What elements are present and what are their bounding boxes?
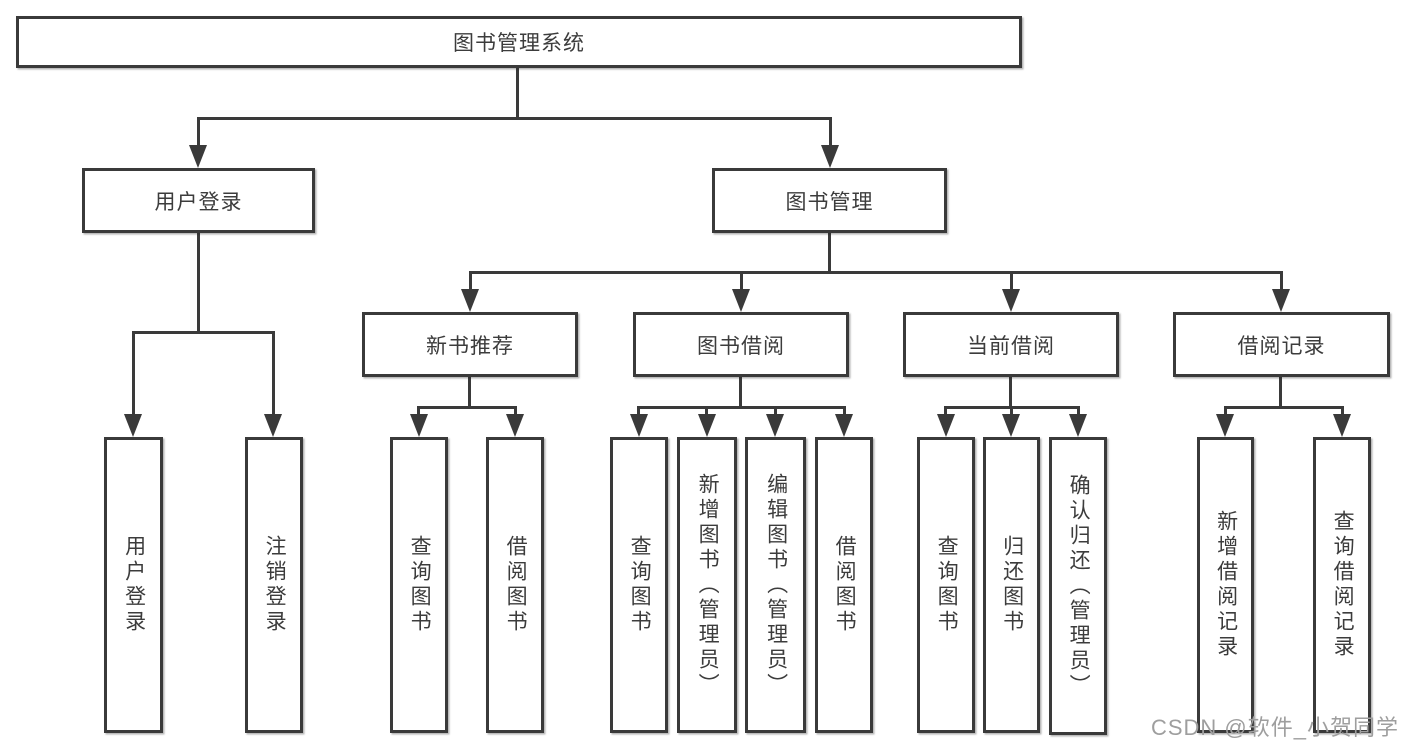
- leaf-logout-label: 注销登录: [263, 535, 287, 635]
- node-book-borrow: 图书借阅: [633, 312, 849, 377]
- connector-drop-records-leaf1: [1224, 406, 1227, 416]
- connector-drop-newbook: [469, 271, 472, 291]
- leaf-current-query-book-label: 查询图书: [935, 535, 959, 635]
- arrowhead-current-leaf1: [937, 414, 955, 437]
- node-root: 图书管理系统: [16, 16, 1022, 68]
- connector-drop-borrow-leaf2: [705, 406, 708, 416]
- arrowhead-borrow: [732, 289, 750, 312]
- arrowhead-newbook-leaf2: [506, 414, 524, 437]
- connector-login-stem: [197, 233, 200, 334]
- leaf-current-return-book: 归还图书: [983, 437, 1040, 733]
- connector-root-stem: [516, 68, 519, 120]
- connector-newbook-stem: [468, 377, 471, 409]
- connector-level1-bar: [197, 117, 832, 120]
- leaf-records-query-record-label: 查询借阅记录: [1331, 510, 1355, 660]
- connector-drop-current-leaf2: [1010, 406, 1013, 416]
- connector-drop-records-leaf2: [1341, 406, 1344, 416]
- node-new-book-recommend-label: 新书推荐: [426, 334, 514, 358]
- node-borrow-records: 借阅记录: [1173, 312, 1390, 377]
- arrowhead-newbook: [461, 289, 479, 312]
- connector-drop-borrow-leaf4: [843, 406, 846, 416]
- leaf-user-login-label: 用户登录: [122, 535, 146, 635]
- leaf-current-query-book: 查询图书: [917, 437, 975, 733]
- arrowhead-borrow-leaf1: [630, 414, 648, 437]
- leaf-borrow-query-book-label: 查询图书: [628, 535, 652, 635]
- leaf-newbook-borrow-book: 借阅图书: [486, 437, 544, 733]
- arrowhead-records-leaf2: [1333, 414, 1351, 437]
- node-current-borrow: 当前借阅: [903, 312, 1119, 377]
- arrowhead-current-leaf3: [1069, 414, 1087, 437]
- connector-drop-borrow-leaf1: [637, 406, 640, 416]
- leaf-current-return-book-label: 归还图书: [1000, 535, 1024, 635]
- arrowhead-records-leaf1: [1216, 414, 1234, 437]
- connector-drop-current-leaf3: [1077, 406, 1080, 416]
- arrowhead-mgmt: [821, 145, 839, 168]
- leaf-borrow-add-book-admin-label: 新增图书（管理员）: [696, 472, 720, 698]
- arrowhead-borrow-leaf3: [766, 414, 784, 437]
- node-user-login-label: 用户登录: [154, 190, 243, 214]
- connector-drop-borrow: [740, 271, 743, 291]
- arrowhead-borrow-leaf4: [835, 414, 853, 437]
- arrowhead-current: [1002, 289, 1020, 312]
- arrowhead-records: [1272, 289, 1290, 312]
- leaf-borrow-add-book-admin: 新增图书（管理员）: [677, 437, 737, 733]
- connector-drop-newbook-leaf1: [417, 406, 420, 416]
- leaf-newbook-query-book: 查询图书: [390, 437, 448, 733]
- arrowhead-borrow-leaf2: [698, 414, 716, 437]
- connector-drop-login: [197, 117, 200, 146]
- connector-current-stem: [1009, 377, 1012, 409]
- node-user-login: 用户登录: [82, 168, 315, 233]
- leaf-borrow-borrow-book: 借阅图书: [815, 437, 873, 733]
- leaf-records-add-record: 新增借阅记录: [1197, 437, 1254, 733]
- leaf-records-query-record: 查询借阅记录: [1313, 437, 1371, 733]
- leaf-borrow-query-book: 查询图书: [610, 437, 668, 733]
- leaf-newbook-borrow-book-label: 借阅图书: [504, 535, 528, 635]
- connector-newbook-bar: [417, 406, 517, 409]
- connector-drop-login-leaf2: [272, 331, 275, 414]
- node-book-borrow-label: 图书借阅: [697, 334, 785, 358]
- connector-mgmt-stem: [828, 233, 831, 274]
- connector-borrow-bar: [637, 406, 846, 409]
- watermark-text: CSDN @软件_小贺同学: [1150, 715, 1399, 740]
- connector-login-bar: [132, 331, 275, 334]
- leaf-current-confirm-return-admin: 确认归还（管理员）: [1049, 437, 1107, 735]
- leaf-user-login: 用户登录: [104, 437, 163, 733]
- connector-borrow-stem: [739, 377, 742, 409]
- leaf-borrow-edit-book-admin: 编辑图书（管理员）: [745, 437, 806, 733]
- arrowhead-login-leaf1: [124, 414, 142, 437]
- connector-drop-current-leaf1: [944, 406, 947, 416]
- leaf-borrow-edit-book-admin-label: 编辑图书（管理员）: [764, 472, 788, 698]
- node-borrow-records-label: 借阅记录: [1237, 334, 1326, 358]
- connector-drop-records: [1280, 271, 1283, 291]
- arrowhead-current-leaf2: [1002, 414, 1020, 437]
- node-book-mgmt-label: 图书管理: [785, 190, 874, 214]
- connector-drop-borrow-leaf3: [774, 406, 777, 416]
- node-root-label: 图书管理系统: [453, 32, 585, 55]
- connector-records-bar: [1224, 406, 1344, 409]
- node-new-book-recommend: 新书推荐: [362, 312, 578, 377]
- arrowhead-login: [189, 145, 207, 168]
- connector-drop-newbook-leaf2: [514, 406, 517, 416]
- connector-level3-bar: [469, 271, 1283, 274]
- connector-records-stem: [1279, 377, 1282, 409]
- arrowhead-newbook-leaf1: [410, 414, 428, 437]
- leaf-records-add-record-label: 新增借阅记录: [1214, 510, 1238, 660]
- connector-drop-mgmt: [829, 117, 832, 146]
- leaf-current-confirm-return-admin-label: 确认归还（管理员）: [1067, 473, 1091, 699]
- node-current-borrow-label: 当前借阅: [967, 334, 1055, 358]
- leaf-logout: 注销登录: [245, 437, 303, 733]
- connector-drop-current: [1010, 271, 1013, 291]
- node-book-mgmt: 图书管理: [712, 168, 947, 233]
- leaf-borrow-borrow-book-label: 借阅图书: [833, 535, 857, 635]
- leaf-newbook-query-book-label: 查询图书: [408, 535, 432, 635]
- connector-drop-login-leaf1: [132, 331, 135, 414]
- arrowhead-login-leaf2: [264, 414, 282, 437]
